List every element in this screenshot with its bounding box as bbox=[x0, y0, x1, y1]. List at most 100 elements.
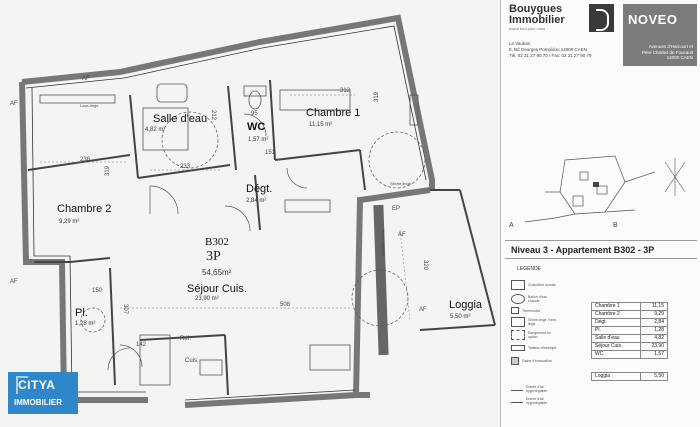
site-label-b: B bbox=[613, 222, 618, 229]
marker-ref: Réf. bbox=[180, 336, 192, 342]
site-plan: A B bbox=[505, 152, 697, 236]
brand-address-line: Tél: 02 31 27 90 70 / Fax: 02 31 27 90 7… bbox=[509, 53, 592, 58]
floor-plan: Salle d'eau 4,82 m² WC 1,57 m² Chambre 1… bbox=[8, 14, 496, 414]
info-panel: Bouygues Immobilier avant tout pour vous… bbox=[500, 0, 700, 427]
room-loggia-name: Loggia bbox=[449, 299, 483, 311]
water-heater-icon bbox=[511, 293, 525, 304]
brand-address: Le Vauban 8, Bd Georges Pompidou 14000 C… bbox=[509, 41, 624, 59]
dim-233: 233 bbox=[180, 164, 191, 170]
legend-item: Entrée d'air hygroréglable bbox=[511, 392, 566, 410]
dim-312: 312 bbox=[340, 88, 351, 94]
citya-logo: CITYA IMMOBILIER bbox=[8, 372, 78, 414]
room-chambre2-area: 9,29 m² bbox=[59, 219, 80, 225]
level-title: Niveau 3 - Appartement B302 - 3P bbox=[511, 245, 655, 255]
legend-title: LEGENDE bbox=[517, 266, 541, 272]
room-pl-area: 1,28 m² bbox=[75, 321, 96, 327]
developer-brand: Bouygues Immobilier avant tout pour vous… bbox=[509, 4, 624, 64]
brand-address-line: 8, Bd Georges Pompidou 14000 CAEN bbox=[509, 47, 588, 52]
room-degt-name: Dégt. bbox=[246, 183, 273, 195]
air-inlet-icon bbox=[511, 399, 523, 403]
storage-icon bbox=[511, 329, 525, 340]
room-wc-area: 1,57 m² bbox=[248, 137, 269, 143]
noveo-address-line: Père Charles de Foucault bbox=[641, 49, 693, 55]
site-label-a: A bbox=[509, 222, 514, 229]
floor-plan-drawing bbox=[19, 14, 496, 408]
room-salle-eau-area: 4,82 m² bbox=[145, 127, 166, 133]
dim-320: 320 bbox=[422, 259, 429, 271]
legend-item: Thermostat bbox=[511, 302, 566, 320]
dim-150: 150 bbox=[92, 288, 103, 294]
table-row: Pl.1,28 bbox=[591, 326, 668, 335]
divider bbox=[505, 258, 697, 259]
table-row: Dégt.2,84 bbox=[591, 318, 668, 327]
brand-address-line: Le Vauban bbox=[509, 41, 531, 46]
marker-masse: Masse assiette bbox=[380, 229, 386, 256]
air-inlet-icon bbox=[511, 387, 523, 391]
room-sejour-area: 23,90 m² bbox=[195, 296, 219, 302]
brand-tagline: avant tout pour vous bbox=[509, 26, 546, 31]
unit-area: 54,65m² bbox=[202, 268, 232, 277]
legend-item: Sèche-linge / lave-linge bbox=[511, 313, 566, 331]
marker-lave: Lave-linge bbox=[80, 103, 99, 108]
legend-item: Tableau électrique bbox=[511, 339, 566, 357]
noveo-box: NOVEO Avenues d'Harcourt et Père Charles… bbox=[623, 4, 697, 66]
site-plan-drawing bbox=[524, 155, 686, 223]
table-row: Séjour Cuis.23,90 bbox=[591, 342, 668, 351]
electric-panel-icon bbox=[511, 344, 525, 351]
citya-logo-shape bbox=[8, 372, 78, 414]
legend-item: Rangement en option bbox=[511, 326, 566, 344]
room-chambre1-area: 11,15 m² bbox=[309, 122, 333, 128]
thermostat-icon bbox=[511, 307, 519, 315]
dim-238: 238 bbox=[80, 157, 91, 163]
duct-icon bbox=[511, 356, 519, 365]
room-loggia-area: 5,50 m² bbox=[450, 314, 471, 320]
dim-142: 142 bbox=[136, 342, 147, 348]
dim-95: 95 bbox=[251, 111, 258, 117]
marker-af-2: AF bbox=[10, 101, 18, 107]
unit-code: B302 bbox=[205, 236, 229, 248]
legend-item: Entrée d'air hygroréglable bbox=[511, 380, 566, 398]
dim-307: 307 bbox=[122, 303, 129, 315]
noveo-address: Avenues d'Harcourt et Père Charles de Fo… bbox=[627, 44, 693, 61]
marker-ep: EP bbox=[392, 206, 401, 212]
dim-508: 508 bbox=[280, 302, 291, 308]
brand-name-line1: Bouygues bbox=[509, 3, 563, 15]
marker-af-1: AF bbox=[82, 76, 90, 82]
legend-item: Ballon d'eau chaude bbox=[511, 290, 566, 308]
room-wc-name: WC bbox=[247, 121, 266, 133]
dim-151: 151 bbox=[265, 150, 276, 156]
room-chambre2-name: Chambre 2 bbox=[57, 203, 112, 215]
table-spacer bbox=[592, 359, 668, 373]
divider bbox=[505, 240, 697, 241]
citya-name: CITYA bbox=[18, 378, 56, 392]
dim-319b: 319 bbox=[374, 91, 381, 103]
boiler-icon bbox=[511, 279, 525, 290]
noveo-title: NOVEO bbox=[628, 12, 678, 27]
citya-subtitle: IMMOBILIER bbox=[14, 398, 62, 407]
dim-319a: 319 bbox=[105, 165, 112, 177]
room-degt-area: 2,84 m² bbox=[246, 198, 267, 204]
marker-af-3: AF bbox=[10, 279, 18, 285]
noveo-address-line: Avenues d'Harcourt et bbox=[648, 44, 693, 49]
marker-af-4: AF bbox=[398, 232, 406, 238]
unit-type: 3P bbox=[206, 249, 221, 264]
room-salle-eau-name: Salle d'eau bbox=[153, 113, 208, 125]
room-sejour-name: Séjour Cuis. bbox=[187, 283, 247, 295]
room-pl-name: Pl. bbox=[75, 307, 88, 319]
marker-seche: Sèche linge bbox=[390, 181, 411, 186]
brand-name-line2: Immobilier bbox=[509, 14, 565, 26]
bouygues-logo-icon bbox=[589, 4, 614, 32]
room-chambre1-name: Chambre 1 bbox=[306, 107, 361, 119]
marker-cuis: Cuis. bbox=[185, 358, 199, 364]
dim-212: 212 bbox=[210, 109, 217, 121]
noveo-address-line: 14000 CAEN bbox=[666, 55, 693, 60]
marker-af-5: AF bbox=[419, 307, 427, 313]
legend-item: Gaine d'évacuation bbox=[511, 352, 566, 370]
legend-item: Chaudière murale bbox=[511, 276, 566, 294]
